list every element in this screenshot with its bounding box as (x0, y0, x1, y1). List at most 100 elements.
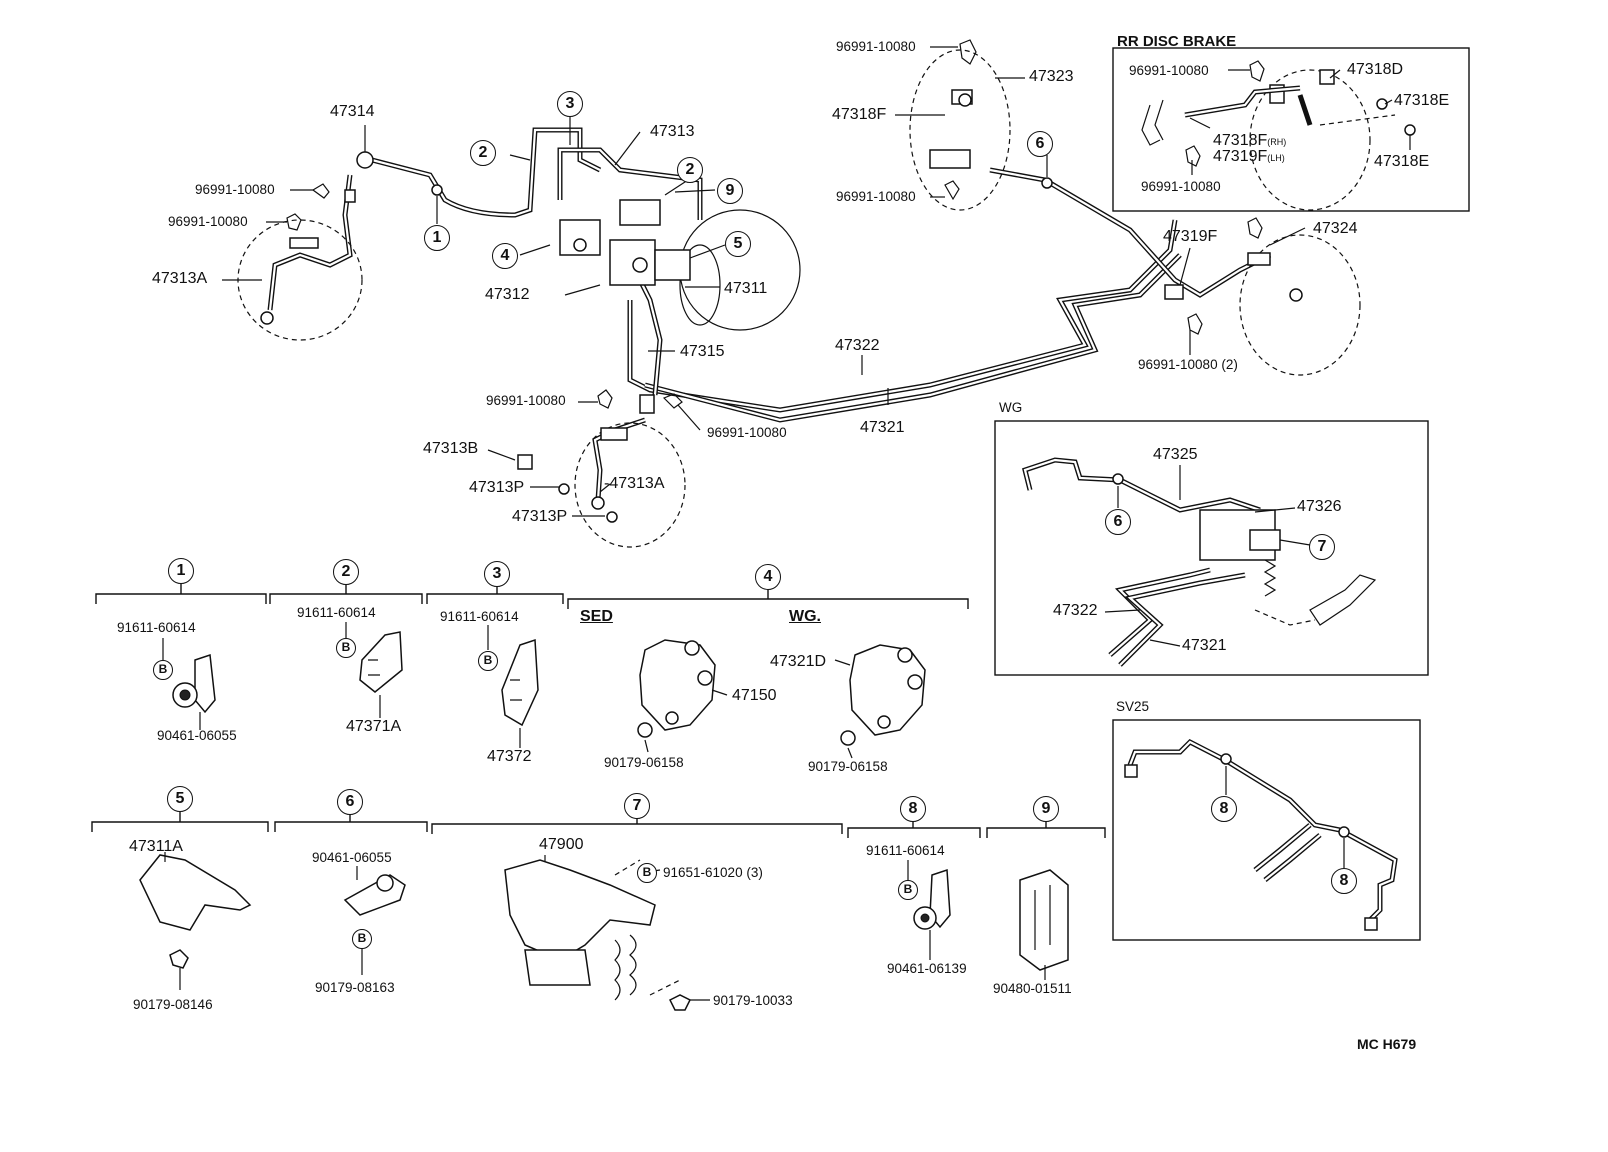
sv25-callout-8-b: 8 (1331, 868, 1357, 894)
master-cylinder-assembly (559, 199, 691, 286)
g4-part-90179-a: 90179-06158 (604, 755, 684, 770)
wg-callout-7: 7 (1309, 534, 1335, 560)
part-47313P-a: 47313P (469, 479, 525, 496)
g1-part-90461: 90461-06055 (157, 728, 237, 743)
part-96991-clip-a: 96991-10080 (195, 182, 275, 197)
wg-title: WG (999, 400, 1023, 415)
part-47321: 47321 (860, 419, 905, 436)
part-47323: 47323 (1029, 68, 1074, 85)
g3-part-91611: 91611-60614 (440, 609, 519, 624)
part-96991-clip-b: 96991-10080 (168, 214, 248, 229)
rr-disc-brake-tubes (1141, 85, 1396, 146)
part-47314: 47314 (330, 103, 375, 120)
bolt-mark-g3: B (478, 651, 498, 671)
wg-tubes (1022, 457, 1377, 667)
part-47313A-front: 47313A (152, 270, 208, 287)
diagram-code: MC H679 (1357, 1036, 1417, 1052)
group-header-9: 9 (1033, 796, 1059, 822)
callout-1: 1 (424, 225, 450, 251)
rr-part-96991-b: 96991-10080 (1141, 179, 1221, 194)
g9-part-90480: 90480-01511 (993, 981, 1072, 996)
rr-part-47319F: 47319F(LH) (1213, 148, 1285, 165)
group-header-6: 6 (337, 789, 363, 815)
part-47322: 47322 (835, 337, 880, 354)
part-47313: 47313 (650, 123, 695, 140)
part-47318F: 47318F (832, 106, 887, 123)
part-47319F: 47319F (1163, 228, 1218, 245)
wheel-brake-outlines (237, 49, 1371, 548)
callout-5: 5 (725, 231, 751, 257)
part-96991-clip-g: 96991-10080 (2) (1138, 357, 1238, 372)
sv25-box (1112, 719, 1421, 941)
g4-part-47321D: 47321D (770, 653, 827, 670)
wg-callout-6: 6 (1105, 509, 1131, 535)
group-brackets (91, 584, 1106, 838)
part-47312: 47312 (485, 286, 530, 303)
bracket-parts (139, 631, 1069, 1011)
rr-part-47318E-b: 47318E (1374, 153, 1430, 170)
wg-part-47321: 47321 (1182, 637, 1227, 654)
group-header-1: 1 (168, 558, 194, 584)
g2-part-91611: 91611-60614 (297, 605, 376, 620)
part-96991-clip-d: 96991-10080 (707, 425, 787, 440)
part-47311: 47311 (724, 280, 768, 297)
callout-2-left: 2 (470, 140, 496, 166)
part-47313B: 47313B (423, 440, 479, 457)
group-header-3: 3 (484, 561, 510, 587)
group-header-8: 8 (900, 796, 926, 822)
g4-sed-label: SED (580, 608, 613, 625)
bolt-mark-g8: B (898, 880, 918, 900)
rr-part-47318E-a: 47318E (1394, 92, 1450, 109)
part-47315: 47315 (680, 343, 725, 360)
rr-part-96991-a: 96991-10080 (1129, 63, 1209, 78)
bolt-mark-g2: B (336, 638, 356, 658)
rr-part-47318F-side: (RH) (1267, 137, 1287, 147)
rr-part-47319F-side: (LH) (1267, 153, 1285, 163)
group-header-4: 4 (755, 564, 781, 590)
rr-disc-brake-title: RR DISC BRAKE (1117, 33, 1237, 50)
wg-part-47322: 47322 (1053, 602, 1098, 619)
g5-part-47311A: 47311A (129, 838, 183, 855)
rr-disc-brake-box (1112, 47, 1470, 212)
g8-part-90461: 90461-06139 (887, 961, 967, 976)
sv25-title: SV25 (1116, 699, 1150, 714)
part-96991-clip-c: 96991-10080 (486, 393, 566, 408)
group-header-5: 5 (167, 786, 193, 812)
leader-lines (162, 46, 1411, 1001)
wg-part-47325: 47325 (1153, 446, 1198, 463)
g6-part-90179: 90179-08163 (315, 980, 395, 995)
wg-part-47326: 47326 (1297, 498, 1342, 515)
callout-2-right: 2 (677, 157, 703, 183)
g7-part-91651: 91651-61020 (3) (663, 865, 763, 880)
g3-part-47372: 47372 (487, 748, 532, 765)
g7-part-47900: 47900 (539, 836, 584, 853)
wg-box (994, 420, 1429, 676)
g7-part-90179: 90179-10033 (713, 993, 793, 1008)
g5-part-90179: 90179-08146 (133, 997, 213, 1012)
group-header-7: 7 (624, 793, 650, 819)
main-brake-tubes (267, 127, 1272, 501)
callout-4: 4 (492, 243, 518, 269)
g4-part-47150: 47150 (732, 687, 777, 704)
rr-part-47318D: 47318D (1347, 61, 1404, 78)
part-47324: 47324 (1313, 220, 1358, 237)
g4-wg-label: WG. (789, 608, 821, 625)
part-96991-clip-f: 96991-10080 (836, 189, 916, 204)
bolt-mark-g7: B (637, 863, 657, 883)
rr-part-47318F: 47318F(RH) (1213, 132, 1287, 149)
part-47313P-b: 47313P (512, 508, 568, 525)
part-47313A-rear: -47313A (604, 475, 665, 492)
g6-part-90461: 90461-06055 (312, 850, 392, 865)
sv25-callout-8-a: 8 (1211, 796, 1237, 822)
bolt-mark-g6: B (352, 929, 372, 949)
bolt-mark-g1: B (153, 660, 173, 680)
group-header-2: 2 (333, 559, 359, 585)
sv25-tubes (1124, 738, 1398, 931)
g1-part-91611: 91611-60614 (117, 620, 196, 635)
g8-part-91611: 91611-60614 (866, 843, 945, 858)
joint-markers (431, 177, 1053, 196)
g2-part-47371A: 47371A (346, 718, 402, 735)
clip-icons (286, 39, 1265, 409)
